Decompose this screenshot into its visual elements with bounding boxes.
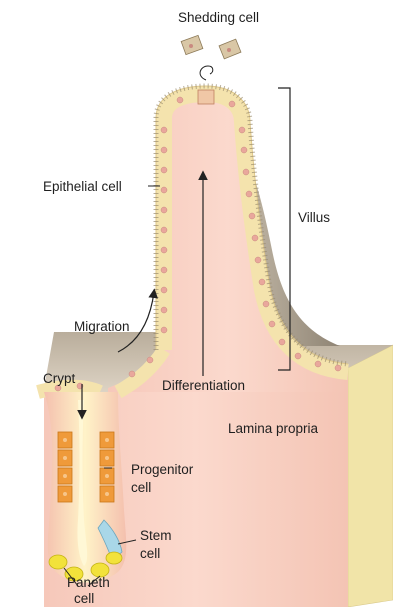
villus-label: Villus xyxy=(298,210,330,225)
lamina-propria-label: Lamina propria xyxy=(228,421,319,436)
progenitor-label-line1: Progenitor xyxy=(131,462,194,477)
stem-label-line2: cell xyxy=(140,546,160,561)
stem-label-line1: Stem xyxy=(140,528,172,543)
shedding-cell-label: Shedding cell xyxy=(178,10,259,25)
epithelial-cell-label: Epithelial cell xyxy=(43,179,122,194)
crypt-label: Crypt xyxy=(43,371,76,386)
migration-label: Migration xyxy=(74,319,130,334)
shedding-cells xyxy=(181,35,241,80)
paneth-label-line1: Paneth xyxy=(67,575,110,590)
shedding-cell-at-tip xyxy=(198,90,214,104)
paneth-label-line2: cell xyxy=(74,591,94,606)
block-right-face xyxy=(348,345,393,607)
differentiation-label: Differentiation xyxy=(162,378,245,393)
progenitor-label-line2: cell xyxy=(131,480,151,495)
